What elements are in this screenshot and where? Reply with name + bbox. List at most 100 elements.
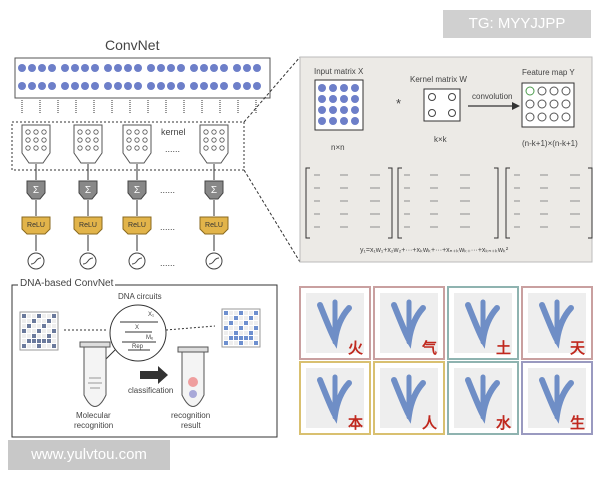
circuit-rep-label: Rep bbox=[132, 344, 144, 350]
pixel bbox=[244, 316, 248, 320]
pixel bbox=[249, 341, 253, 345]
pixel bbox=[239, 321, 243, 325]
matrix-w-node bbox=[448, 109, 456, 117]
oracle-tile bbox=[373, 361, 445, 435]
sum-symbol: Σ bbox=[211, 185, 217, 196]
input-node bbox=[104, 82, 112, 90]
kernel-node bbox=[25, 145, 31, 151]
input-node bbox=[220, 64, 228, 72]
sigmoid-curve bbox=[131, 257, 143, 265]
pixel bbox=[42, 324, 46, 328]
pixel bbox=[254, 336, 258, 340]
matrix-y-node bbox=[525, 112, 535, 122]
pixel bbox=[244, 331, 248, 335]
sigmoid-curve bbox=[208, 257, 220, 265]
kernel-node bbox=[142, 145, 148, 151]
dna-circuits-magnifier bbox=[109, 304, 167, 362]
relu-icon bbox=[73, 216, 103, 235]
pixel bbox=[22, 324, 26, 328]
matrix-y-node bbox=[549, 99, 559, 109]
watermark-telegram: TG: MYYJJPP bbox=[443, 10, 591, 38]
pixel bbox=[37, 324, 41, 328]
oracle-char-label: 生 bbox=[570, 415, 586, 432]
kernel-icon bbox=[199, 124, 229, 164]
oracle-char-label: 天 bbox=[570, 340, 586, 357]
pixel bbox=[234, 316, 238, 320]
input-node bbox=[114, 64, 122, 72]
oracle-tile bbox=[447, 361, 519, 435]
molecular-caption-2: recognition bbox=[74, 421, 114, 430]
matrix-x-node bbox=[351, 95, 359, 103]
kernel-node bbox=[134, 137, 140, 143]
kernel-node bbox=[203, 145, 209, 151]
pixel bbox=[244, 336, 248, 340]
pixel bbox=[42, 319, 46, 323]
pixel bbox=[244, 341, 248, 345]
input-node bbox=[91, 82, 99, 90]
kernel-icon bbox=[122, 124, 152, 164]
sum-symbol: Σ bbox=[134, 185, 140, 196]
circuit-m-label: Mₑ bbox=[146, 335, 154, 341]
pixel bbox=[229, 331, 233, 335]
matrix-x-node bbox=[318, 95, 326, 103]
matrix-x-node bbox=[340, 95, 348, 103]
kernel-node bbox=[211, 129, 217, 135]
input-node bbox=[48, 64, 56, 72]
kernel-node bbox=[33, 145, 39, 151]
pixel bbox=[32, 339, 36, 343]
sum-icon bbox=[127, 180, 147, 200]
matrix-y-node bbox=[525, 99, 535, 109]
input-node bbox=[200, 64, 208, 72]
matrix-y-node bbox=[561, 99, 571, 109]
kernel-node bbox=[126, 145, 132, 151]
pixel bbox=[229, 341, 233, 345]
kernel-node bbox=[134, 129, 140, 135]
result-caption-1: recognition bbox=[171, 411, 211, 420]
classification-label: classification bbox=[128, 386, 174, 395]
input-node bbox=[81, 64, 89, 72]
relu-ellipsis: ...... bbox=[160, 222, 176, 232]
molecular-caption-1: Molecular bbox=[76, 411, 111, 420]
pixel bbox=[37, 344, 41, 348]
feature-map-title: Feature map Y bbox=[522, 68, 575, 77]
input-node bbox=[147, 82, 155, 90]
input-node bbox=[190, 64, 198, 72]
pixel bbox=[22, 319, 26, 323]
matrix-x-node bbox=[329, 106, 337, 114]
relu-icon bbox=[21, 216, 51, 235]
result-caption-2: result bbox=[181, 421, 201, 430]
relu-label: ReLU bbox=[79, 222, 97, 229]
pixel bbox=[229, 321, 233, 325]
pixel bbox=[27, 339, 31, 343]
pixel bbox=[239, 331, 243, 335]
expanded-matrices bbox=[305, 167, 593, 239]
pixel bbox=[224, 311, 228, 315]
input-node bbox=[134, 64, 142, 72]
matrix-x-node bbox=[351, 117, 359, 125]
pixel bbox=[42, 334, 46, 338]
pixel bbox=[239, 316, 243, 320]
oracle-tile bbox=[447, 286, 519, 360]
oracle-char-label: 土 bbox=[496, 340, 512, 357]
input-node bbox=[114, 82, 122, 90]
input-node bbox=[28, 64, 36, 72]
input-node bbox=[28, 82, 36, 90]
kernel-ellipsis: ...... bbox=[165, 144, 181, 154]
pixel bbox=[47, 334, 51, 338]
kernel-node bbox=[93, 145, 99, 151]
matrix-x-node bbox=[351, 84, 359, 92]
input-node bbox=[61, 82, 69, 90]
input-node bbox=[177, 64, 185, 72]
kernel-icon bbox=[21, 124, 51, 164]
pixel bbox=[224, 331, 228, 335]
pixel bbox=[32, 319, 36, 323]
kernel-node bbox=[41, 137, 47, 143]
input-node bbox=[167, 82, 175, 90]
pixel bbox=[32, 329, 36, 333]
input-node bbox=[61, 64, 69, 72]
pixel bbox=[224, 336, 228, 340]
kernel-box bbox=[11, 121, 245, 171]
matrix-x-node bbox=[351, 106, 359, 114]
kernel-node bbox=[85, 137, 91, 143]
convnet-input-grid bbox=[14, 57, 271, 99]
